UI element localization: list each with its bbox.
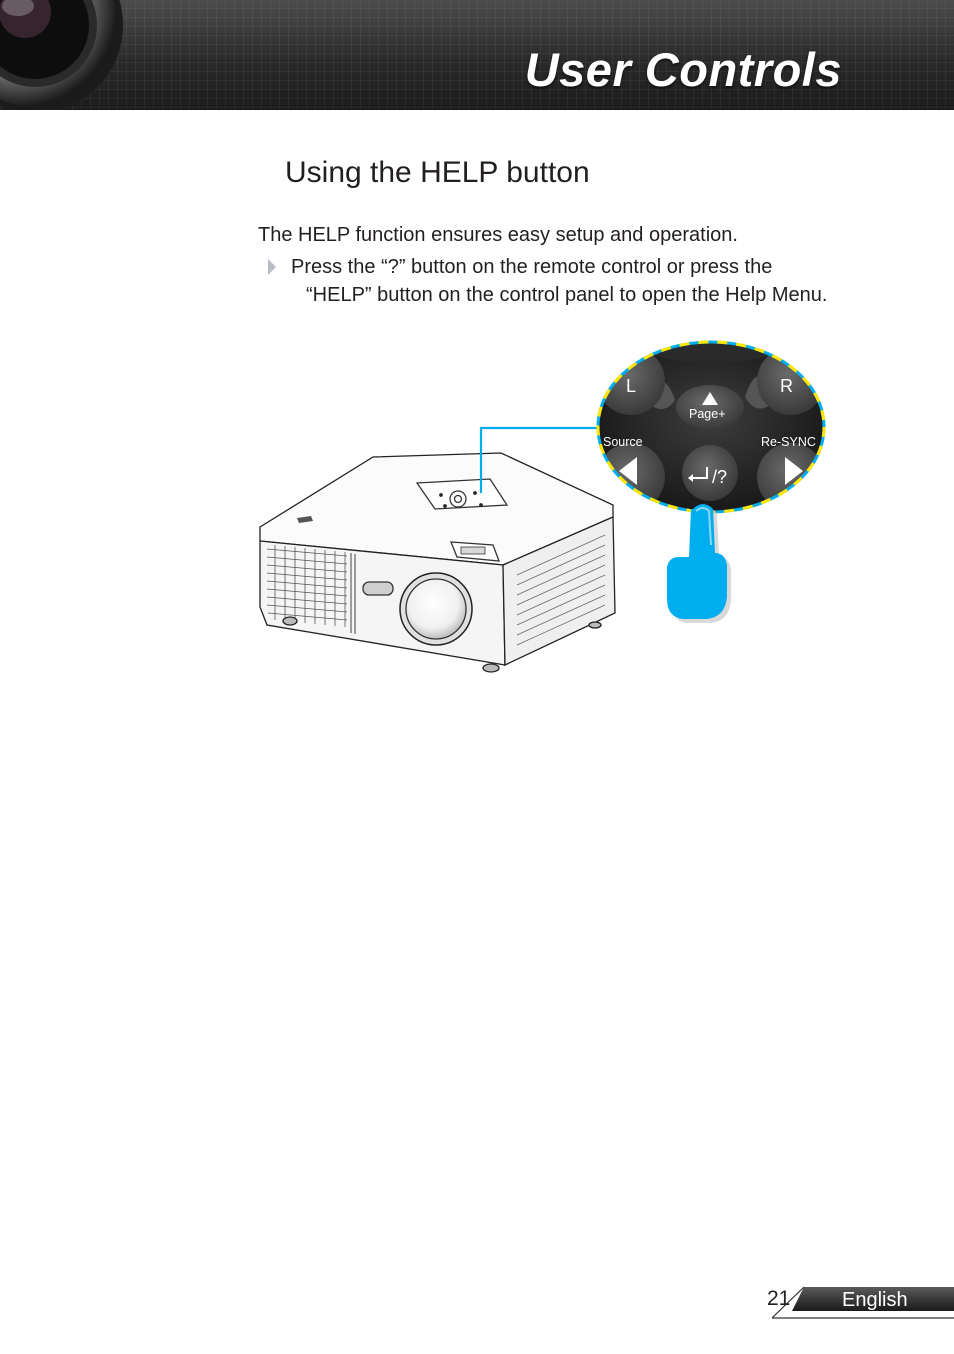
page-number: 21	[767, 1287, 791, 1310]
remote-page-label: Page+	[689, 407, 726, 421]
pointing-hand-icon	[667, 504, 731, 623]
header-texture	[0, 0, 954, 110]
remote-enter-help-label: /?	[712, 467, 727, 487]
page-title: User Controls	[524, 43, 842, 96]
remote-right-label: R	[780, 376, 793, 396]
bullet-text-line2: “HELP” button on the control panel to op…	[306, 284, 828, 306]
page-header: User Controls	[0, 0, 954, 110]
language-tab	[772, 1286, 954, 1319]
projector-body	[259, 452, 616, 673]
projector-illustration: L R Page+ Source Re-SYNC /?	[259, 340, 826, 673]
intro-text: The HELP function ensures easy setup and…	[258, 224, 738, 246]
language-label: English	[842, 1289, 908, 1311]
lens-graphic	[0, 0, 123, 110]
remote-source-label: Source	[603, 435, 643, 449]
bullet-text-line1: Press the “?” button on the remote contr…	[291, 256, 773, 278]
remote-left-label: L	[626, 376, 636, 396]
bullet-arrow-icon	[268, 259, 276, 275]
remote-zoom-callout: L R Page+ Source Re-SYNC /?	[596, 340, 826, 514]
remote-resync-label: Re-SYNC	[761, 435, 816, 449]
callout-line	[479, 426, 601, 493]
section-heading: Using the HELP button	[285, 156, 590, 189]
